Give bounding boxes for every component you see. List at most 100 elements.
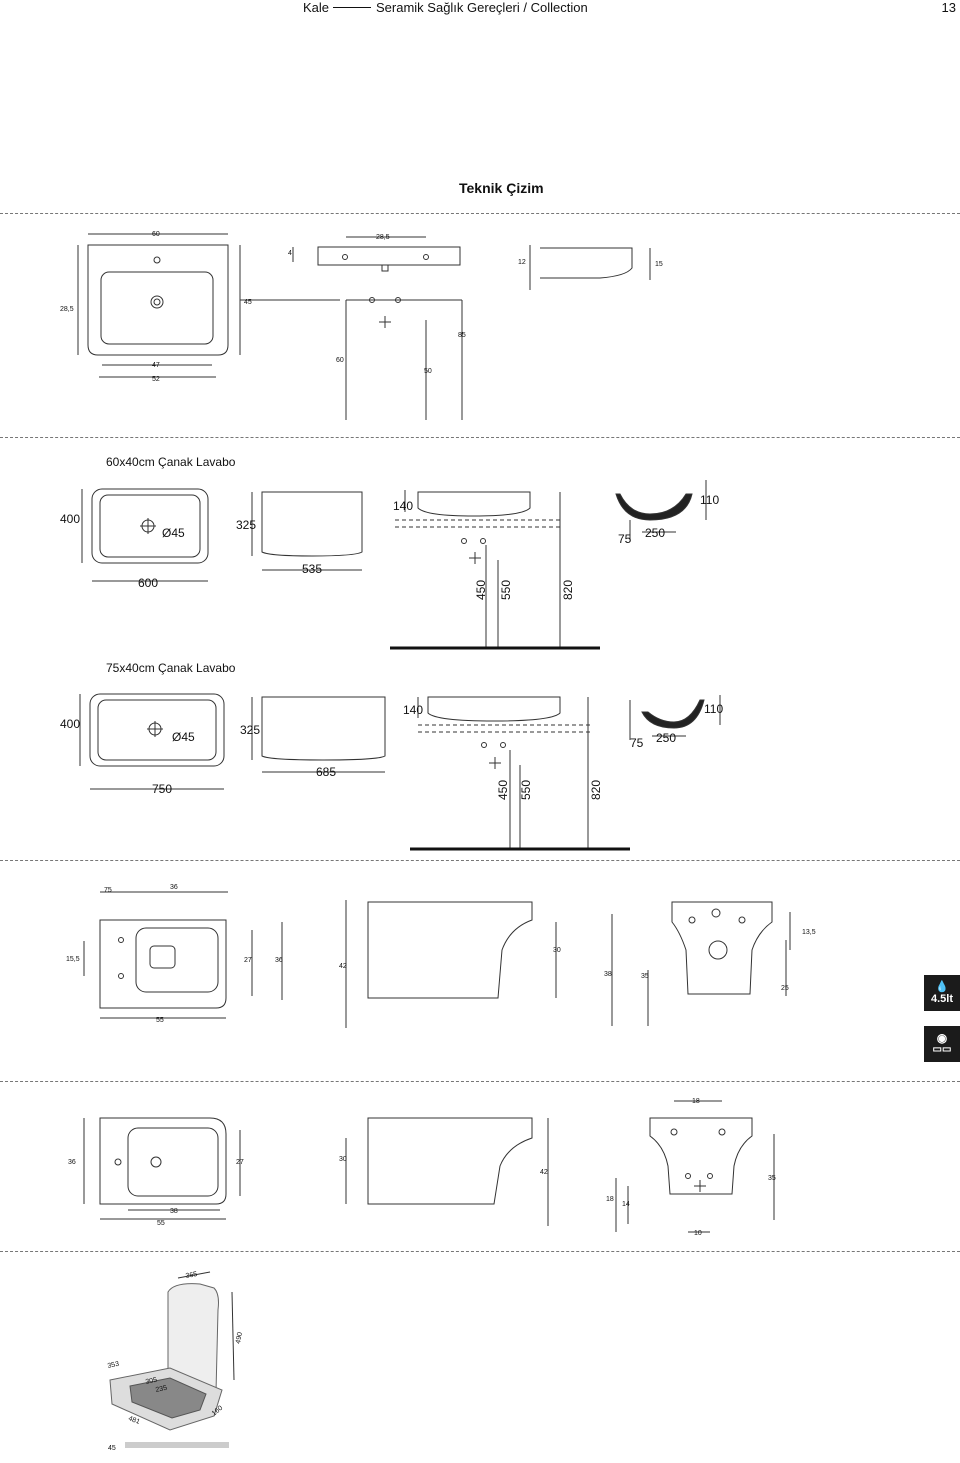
dim-label: 685 — [316, 765, 336, 779]
bidet-top-view: 36 27 38 55 — [68, 1117, 244, 1227]
dim-label: 235 — [155, 1385, 168, 1394]
dim-label: 10 — [694, 1230, 702, 1237]
divider — [0, 860, 960, 861]
bowl-75-back: 325 685 — [240, 696, 386, 779]
divider — [0, 213, 960, 214]
dim-label: 13,5 — [802, 929, 816, 936]
dim-label: 85 — [458, 332, 466, 339]
flush-volume-badge: 💧 4.5lt — [924, 975, 960, 1011]
basin-side-view: 12 15 — [518, 245, 663, 290]
dim-label: 481 — [127, 1415, 140, 1426]
dim-label: 42 — [339, 963, 347, 970]
dim-label: 42 — [540, 1169, 548, 1176]
dim-label: 45 — [244, 299, 252, 306]
brand-name: Kale — [303, 0, 330, 15]
basin-front-view: 28,5 4 45 85 60 50 — [240, 234, 466, 420]
dim-label: 38 — [604, 971, 612, 978]
dim-label: 18 — [692, 1098, 700, 1105]
bowl-75-front: 140 450 550 820 — [403, 696, 630, 851]
dim-label: 55 — [157, 1220, 165, 1227]
bowl-75-top: 400 Ø45 750 — [60, 693, 225, 796]
dim-label: 60 — [336, 357, 344, 364]
section-title-60x40: 60x40cm Çanak Lavabo — [106, 455, 236, 469]
bowl-60-top: 400 Ø45 600 — [60, 488, 209, 590]
bowl-75-section: 110 250 75 — [629, 695, 723, 750]
dim-label: 38 — [170, 1208, 178, 1215]
dim-label: 400 — [60, 717, 80, 731]
dim-label: 4 — [288, 250, 292, 257]
dim-label: 550 — [519, 780, 533, 800]
dim-label: 110 — [700, 493, 719, 507]
dim-label: 15 — [655, 261, 663, 268]
bowl-60-front: 140 450 550 820 — [390, 490, 600, 650]
dim-label: 47 — [152, 362, 160, 369]
dim-label: 75 — [630, 736, 644, 750]
water-drop-icon: 💧 — [935, 980, 949, 993]
dim-label: 250 — [645, 526, 665, 540]
dim-label: 36 — [275, 957, 283, 964]
dim-label: 490 — [235, 1332, 244, 1345]
divider — [0, 1081, 960, 1082]
dim-label: 50 — [424, 368, 432, 375]
dim-label: 28,5 — [60, 306, 74, 313]
dim-label: 55 — [156, 1017, 164, 1024]
dim-label: 27 — [244, 957, 252, 964]
header-rule — [333, 7, 371, 8]
dim-label: 60 — [152, 231, 160, 238]
bidet-front-view: 18 35 18 14 10 — [606, 1098, 776, 1237]
dim-label: 325 — [236, 518, 256, 532]
dim-label: 30 — [339, 1156, 347, 1163]
dim-label: 27 — [236, 1159, 244, 1166]
dim-label: 250 — [656, 731, 676, 745]
bidet-side-view: 30 42 — [339, 1117, 549, 1226]
dim-label: Ø45 — [162, 526, 185, 540]
dim-label: 15,5 — [66, 956, 80, 963]
page-title: Teknik Çizim — [459, 180, 544, 196]
dim-label: 75 — [618, 532, 632, 546]
dim-label: 35 — [641, 973, 649, 980]
divider — [0, 437, 960, 438]
dim-label: 12 — [518, 259, 526, 266]
dim-label: 52 — [152, 376, 160, 383]
dim-label: 30 — [553, 947, 561, 954]
dim-label: 18 — [606, 1196, 614, 1203]
divider — [0, 1251, 960, 1252]
breadcrumb: Seramik Sağlık Gereçleri / Collection — [376, 0, 588, 15]
dim-label: 325 — [240, 723, 260, 737]
rimless-badge: ◉ ▭▭ — [924, 1026, 960, 1062]
tiles-icon: ▭▭ — [932, 1044, 952, 1055]
dim-label: 820 — [589, 780, 603, 800]
dim-label: 550 — [499, 580, 513, 600]
eye-icon: ◉ — [936, 1031, 948, 1045]
dim-label: 36 — [170, 884, 178, 891]
basin-top-view: 60 28,5 47 52 — [60, 231, 241, 383]
dim-label: 140 — [393, 499, 413, 513]
dim-label: 750 — [152, 782, 172, 796]
dim-label: 450 — [496, 780, 510, 800]
wc-side-view: 42 30 — [339, 900, 561, 1028]
dim-label: 75 — [104, 887, 112, 894]
dim-label: 365 — [185, 1271, 198, 1280]
dim-label: 400 — [60, 512, 80, 526]
wc-front-view: 13,5 38 35 25 — [604, 901, 816, 1026]
section-title-75x40: 75x40cm Çanak Lavabo — [106, 661, 236, 675]
wc-top-view: 75 36 15,5 27 36 55 — [66, 884, 283, 1024]
dim-label: 14 — [622, 1201, 630, 1208]
bowl-60-back: 325 535 — [236, 491, 363, 576]
dim-label: 450 — [474, 580, 488, 600]
page-header: Kale Seramik Sağlık Gereçleri / Collecti… — [0, 0, 960, 16]
flush-volume-label: 4.5lt — [930, 992, 953, 1005]
dim-label: 45 — [108, 1445, 116, 1452]
dim-label: 600 — [138, 576, 158, 590]
dim-label: 28,5 — [376, 234, 390, 241]
dim-label: 36 — [68, 1159, 76, 1166]
dim-label: Ø45 — [172, 730, 195, 744]
bowl-60-section: 110 250 75 — [615, 480, 719, 546]
dim-label: 140 — [403, 703, 423, 717]
dim-label: 535 — [302, 562, 322, 576]
dim-label: 35 — [768, 1175, 776, 1182]
dim-label: 305 — [145, 1377, 158, 1386]
seat-cover-drawing: 365 490 353 305 235 481 160 45 — [107, 1271, 244, 1452]
dim-label: 25 — [781, 985, 789, 992]
